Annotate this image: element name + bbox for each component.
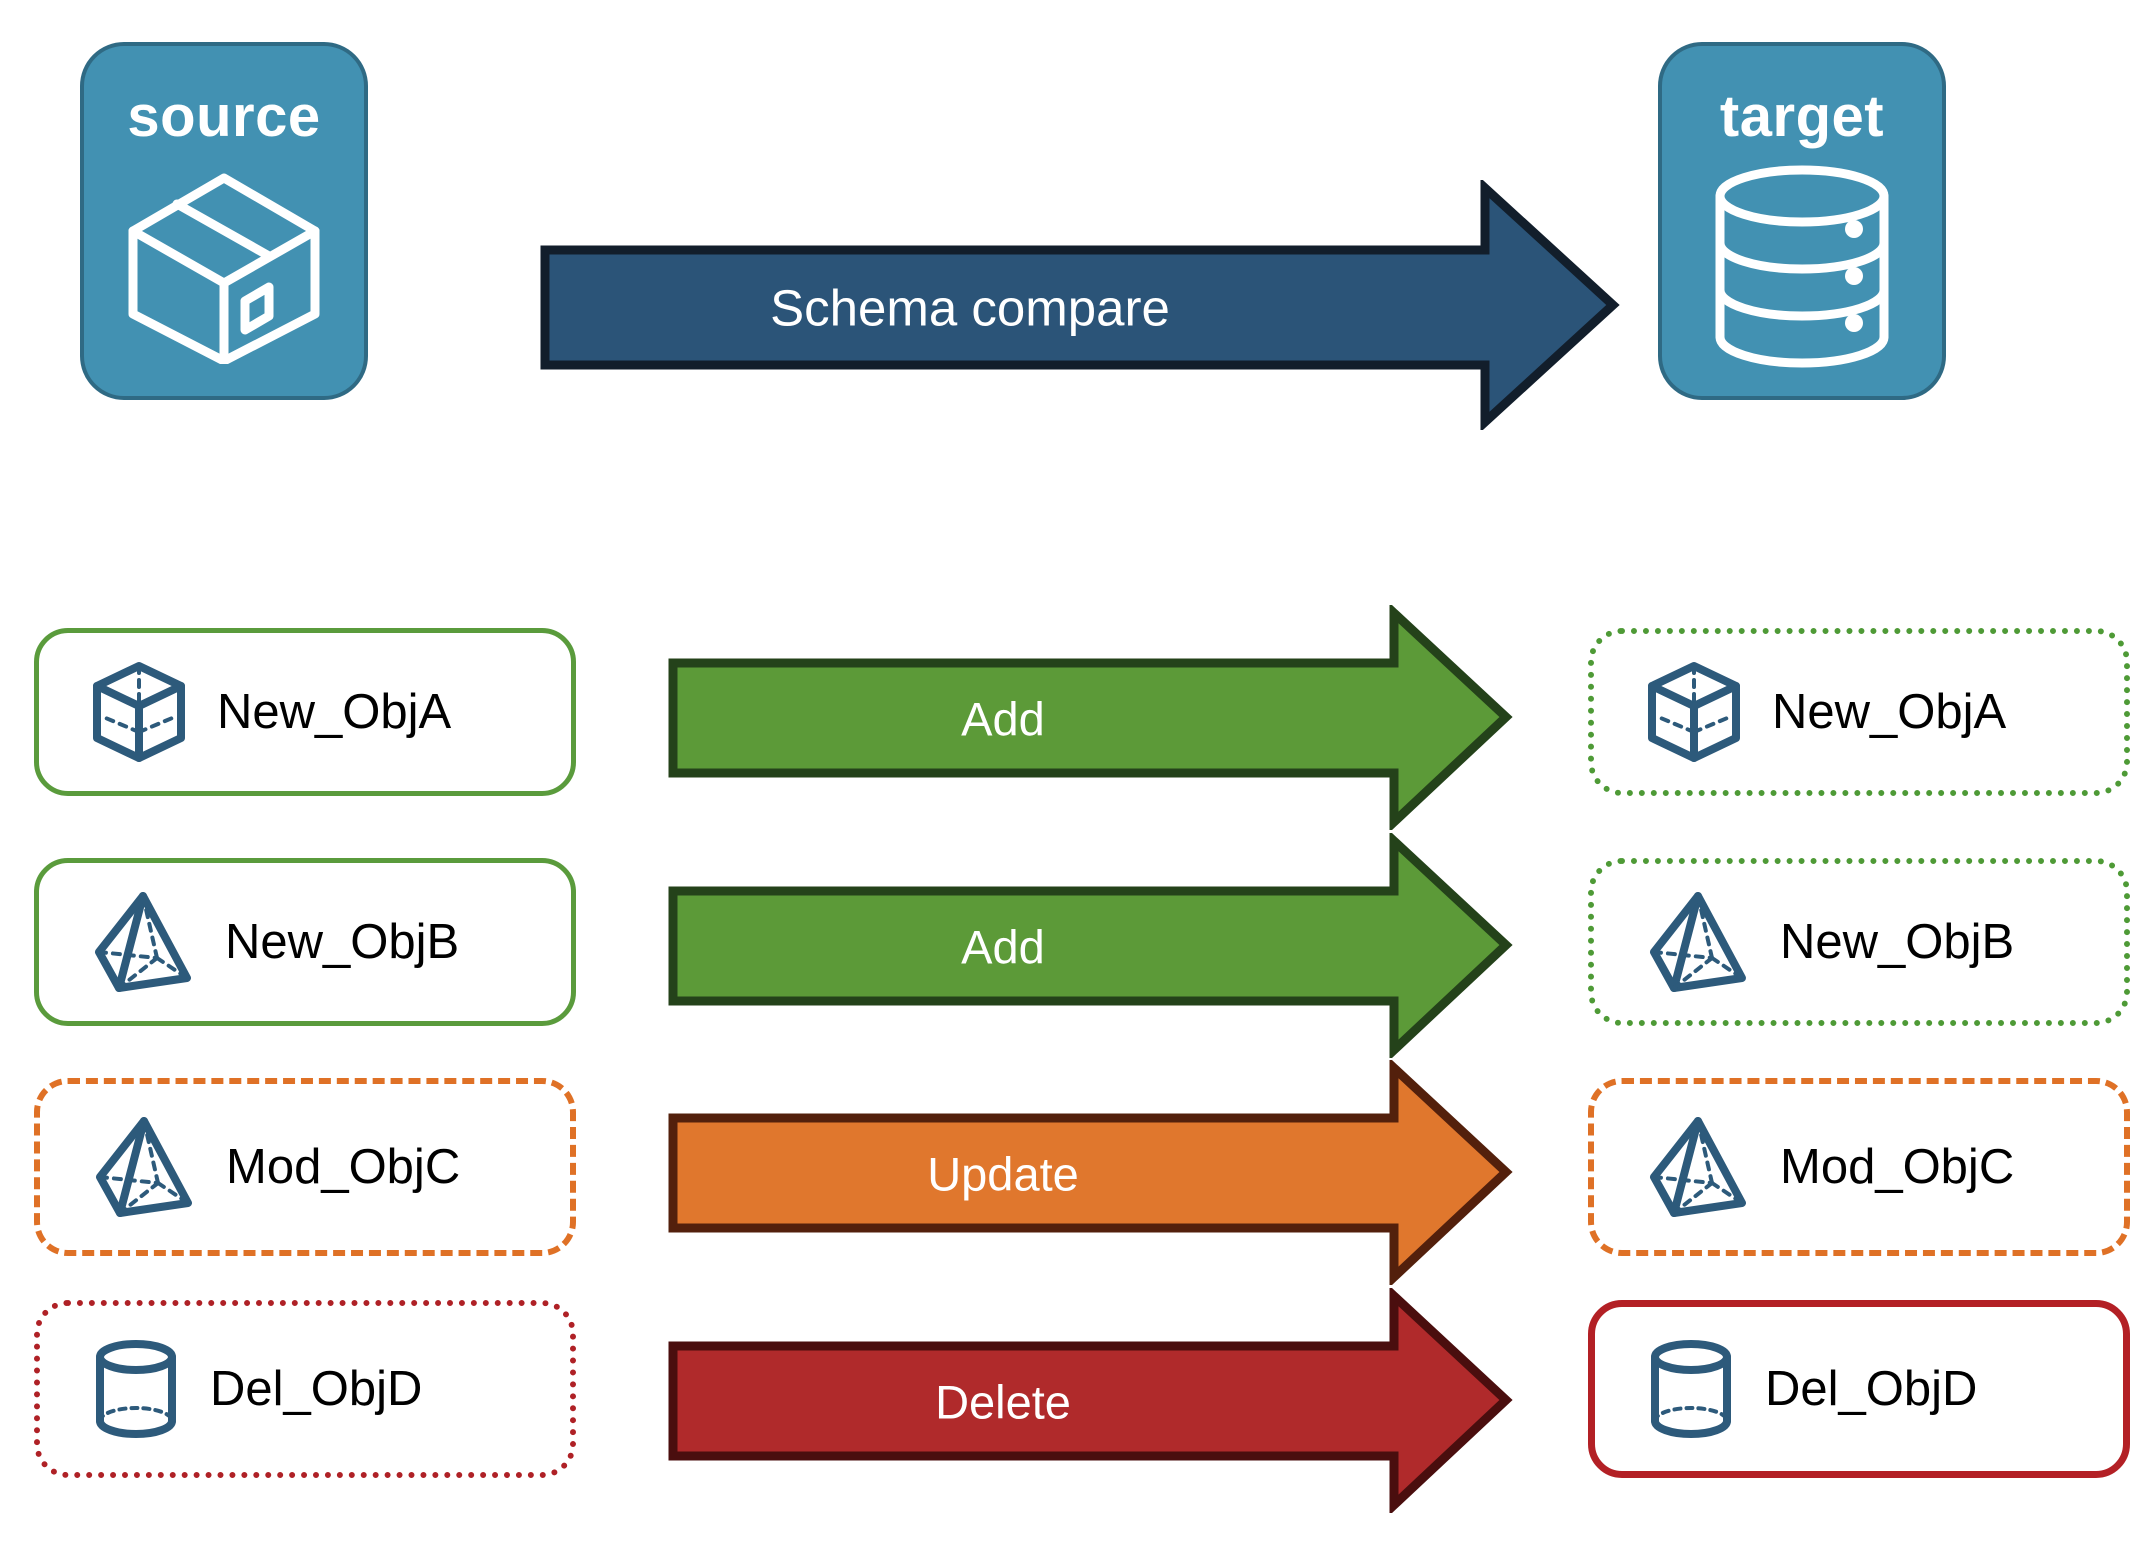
action-arrow-label-2: Add bbox=[961, 920, 1045, 974]
endpoint-card-source[interactable]: source bbox=[80, 42, 368, 400]
source-object-card-4[interactable]: Del_ObjD bbox=[34, 1300, 576, 1478]
source-object-card-2[interactable]: New_ObjB bbox=[34, 858, 576, 1026]
target-object-card-3[interactable]: Mod_ObjC bbox=[1588, 1078, 2130, 1256]
source-object-card-1[interactable]: New_ObjA bbox=[34, 628, 576, 796]
source-object-label-1: New_ObjA bbox=[217, 684, 452, 739]
endpoint-card-target[interactable]: target bbox=[1658, 42, 1946, 400]
source-object-label-3: Mod_ObjC bbox=[226, 1139, 461, 1194]
target-object-label-4: Del_ObjD bbox=[1765, 1361, 1978, 1416]
target-object-card-4[interactable]: Del_ObjD bbox=[1588, 1300, 2130, 1478]
schema-compare-arrow[interactable]: Schema compare bbox=[540, 180, 1620, 430]
source-object-label-2: New_ObjB bbox=[225, 914, 460, 969]
pyramid-wireframe-icon bbox=[1646, 1115, 1750, 1219]
cylinder-wireframe-icon bbox=[92, 1337, 180, 1441]
schema-compare-arrow-label: Schema compare bbox=[770, 279, 1170, 337]
cube-wireframe-icon bbox=[1646, 660, 1742, 764]
database-cylinder-icon bbox=[1662, 164, 1942, 369]
pyramid-wireframe-icon bbox=[91, 890, 195, 994]
box-3d-icon bbox=[84, 164, 364, 364]
source-object-label-4: Del_ObjD bbox=[210, 1361, 423, 1416]
target-object-label-3: Mod_ObjC bbox=[1780, 1139, 2015, 1194]
cube-wireframe-icon bbox=[91, 660, 187, 764]
source-object-card-3[interactable]: Mod_ObjC bbox=[34, 1078, 576, 1256]
target-object-label-1: New_ObjA bbox=[1772, 684, 2007, 739]
pyramid-wireframe-icon bbox=[1646, 890, 1750, 994]
pyramid-wireframe-icon bbox=[92, 1115, 196, 1219]
endpoint-title-target: target bbox=[1719, 84, 1885, 149]
action-arrow-label-3: Update bbox=[927, 1147, 1079, 1201]
action-arrow-3[interactable]: Update bbox=[668, 1060, 1513, 1285]
action-arrow-label-4: Delete bbox=[935, 1375, 1071, 1429]
action-arrow-2[interactable]: Add bbox=[668, 833, 1513, 1058]
action-arrow-4[interactable]: Delete bbox=[668, 1288, 1513, 1513]
target-object-card-2[interactable]: New_ObjB bbox=[1588, 858, 2130, 1026]
action-arrow-label-1: Add bbox=[961, 692, 1045, 746]
target-object-card-1[interactable]: New_ObjA bbox=[1588, 628, 2130, 796]
endpoint-title-source: source bbox=[127, 84, 321, 149]
target-object-label-2: New_ObjB bbox=[1780, 914, 2015, 969]
action-arrow-1[interactable]: Add bbox=[668, 605, 1513, 830]
cylinder-wireframe-icon bbox=[1647, 1337, 1735, 1441]
